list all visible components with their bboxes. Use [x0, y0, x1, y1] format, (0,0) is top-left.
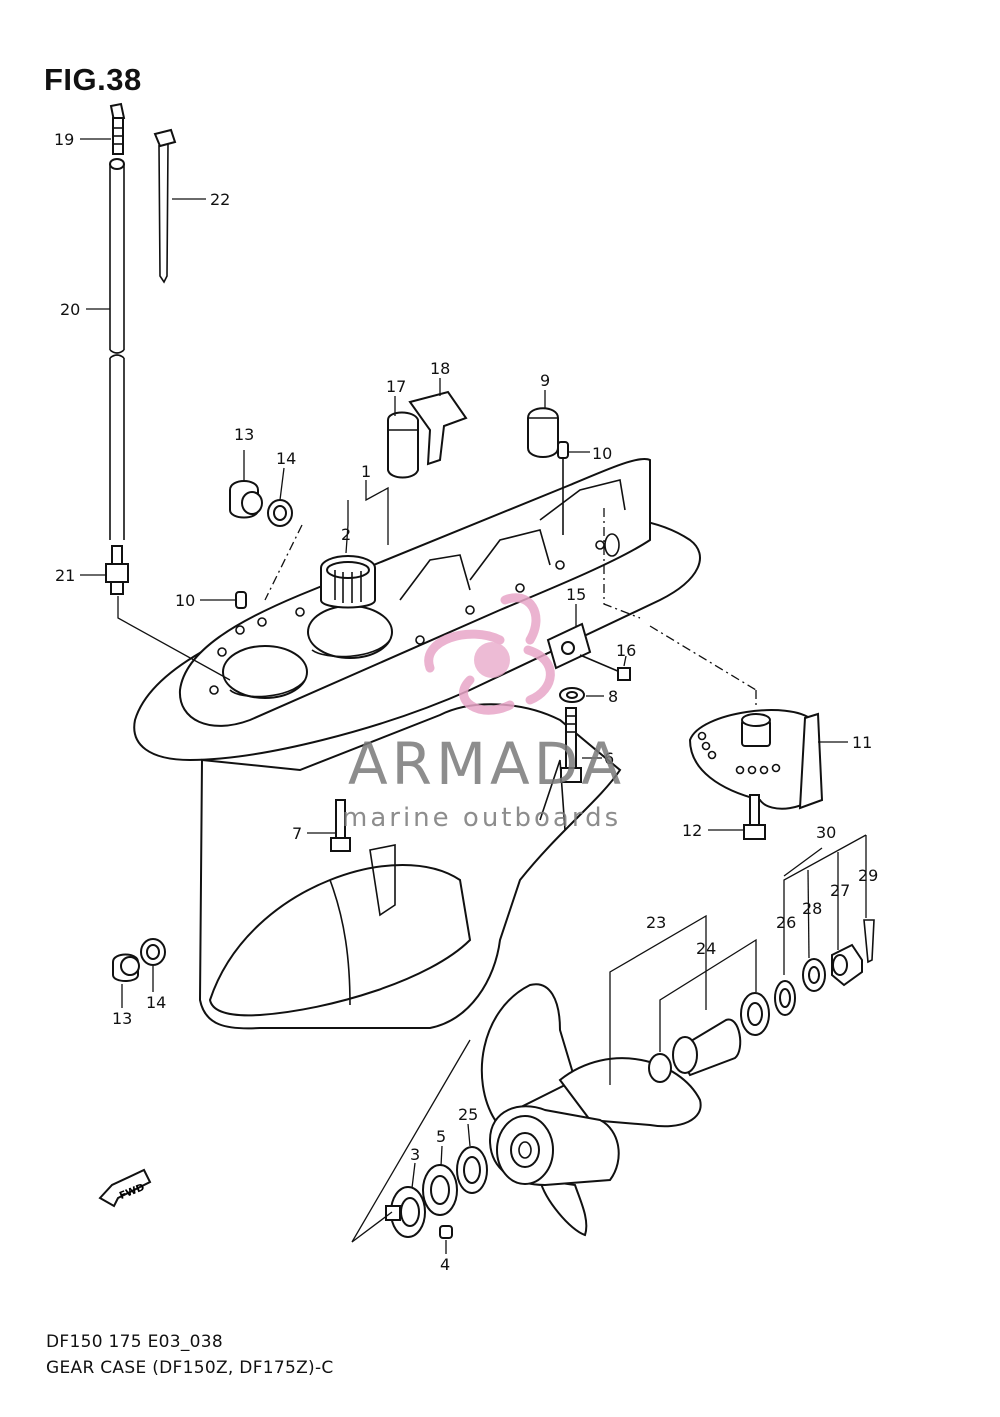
callout-10-upper: 10 [592, 444, 612, 463]
part-13-drain-plug-lower[interactable] [112, 953, 140, 982]
part-17-seal[interactable] [387, 411, 419, 479]
callout-27: 27 [830, 881, 850, 900]
part-6-bolt[interactable] [560, 707, 582, 783]
callout-24: 24 [696, 939, 716, 958]
part-12-bolt[interactable] [743, 794, 766, 840]
callout-17: 17 [386, 377, 406, 396]
part-3-thrust-holder[interactable] [385, 1186, 426, 1238]
callout-25: 25 [458, 1105, 478, 1124]
callout-18: 18 [430, 359, 450, 378]
figure-title: FIG.38 [44, 62, 142, 97]
callout-22: 22 [210, 190, 230, 209]
alignment-lines [264, 508, 757, 705]
fwd-direction-badge: FWD [98, 1168, 152, 1208]
part-8-washer[interactable] [559, 687, 585, 703]
callout-14-upper: 14 [276, 449, 296, 468]
callout-13-lower: 13 [112, 1009, 132, 1028]
part-16-bolt[interactable] [579, 654, 631, 681]
logo-mark-icon [424, 593, 555, 715]
figure-caption-title: GEAR CASE (DF150Z, DF175Z)-C [46, 1358, 334, 1378]
callout-12: 12 [682, 821, 702, 840]
part-19-fitting[interactable] [109, 102, 126, 155]
callout-9: 9 [540, 371, 550, 390]
part-25-ring[interactable] [456, 1146, 488, 1194]
callout-4: 4 [440, 1255, 450, 1274]
gear-case-housing[interactable] [133, 458, 701, 1030]
callout-7: 7 [292, 824, 302, 843]
part-10-dowel-pin-upper[interactable] [557, 441, 569, 535]
part-4-pin[interactable] [439, 1225, 453, 1239]
part-7-bolt[interactable] [330, 799, 351, 852]
callout-16: 16 [616, 641, 636, 660]
part-26-washer[interactable] [774, 980, 796, 1016]
callout-21: 21 [55, 566, 75, 585]
propeller[interactable] [480, 983, 702, 1237]
callout-13-upper: 13 [234, 425, 254, 444]
part-5-spacer[interactable] [422, 1164, 458, 1216]
callout-6: 6 [604, 749, 614, 768]
callout-labels: 19 22 20 21 10 13 14 1 2 17 18 9 10 15 1… [54, 130, 878, 1274]
watermark-tagline: marine outboards [342, 803, 621, 833]
callout-14-lower: 14 [146, 993, 166, 1012]
callout-11: 11 [852, 733, 872, 752]
callout-8: 8 [608, 687, 618, 706]
part-24-bushing[interactable] [648, 992, 770, 1083]
armada-logo-watermark: ARMADA marine outboards [342, 593, 625, 833]
callout-29: 29 [858, 866, 878, 885]
part-14-gasket-upper[interactable] [267, 499, 293, 527]
part-27-nut[interactable] [831, 943, 863, 987]
part-15-anode-block[interactable] [546, 622, 592, 670]
callout-3: 3 [410, 1145, 420, 1164]
callout-30: 30 [816, 823, 836, 842]
callout-20: 20 [60, 300, 80, 319]
part-29-cotter-pin[interactable] [863, 919, 875, 964]
callout-2: 2 [341, 525, 351, 544]
part-11-trim-tab[interactable] [688, 709, 824, 810]
part-20-water-pipe[interactable] [109, 158, 125, 540]
callout-5: 5 [436, 1127, 446, 1146]
callout-15: 15 [566, 585, 586, 604]
callout-23: 23 [646, 913, 666, 932]
callout-28: 28 [802, 899, 822, 918]
figure-caption-code: DF150 175 E03_038 [46, 1332, 223, 1352]
part-9-seal[interactable] [527, 407, 559, 458]
part-21-grommet[interactable] [105, 545, 129, 595]
leader-lines [80, 138, 867, 1254]
callout-19: 19 [54, 130, 74, 149]
callout-10-lower: 10 [175, 591, 195, 610]
part-22-cable-tie[interactable] [153, 128, 177, 284]
watermark-brand: ARMADA [348, 730, 625, 798]
part-2-bushing[interactable] [320, 555, 376, 609]
part-10-dowel-pin-lower[interactable] [235, 591, 247, 609]
part-28-washer[interactable] [802, 958, 826, 992]
part-14-gasket-lower[interactable] [140, 938, 166, 966]
part-13-drain-plug-upper[interactable] [229, 480, 263, 519]
callout-26: 26 [776, 913, 796, 932]
callout-1: 1 [361, 462, 371, 481]
part-18-bracket[interactable] [408, 390, 468, 466]
